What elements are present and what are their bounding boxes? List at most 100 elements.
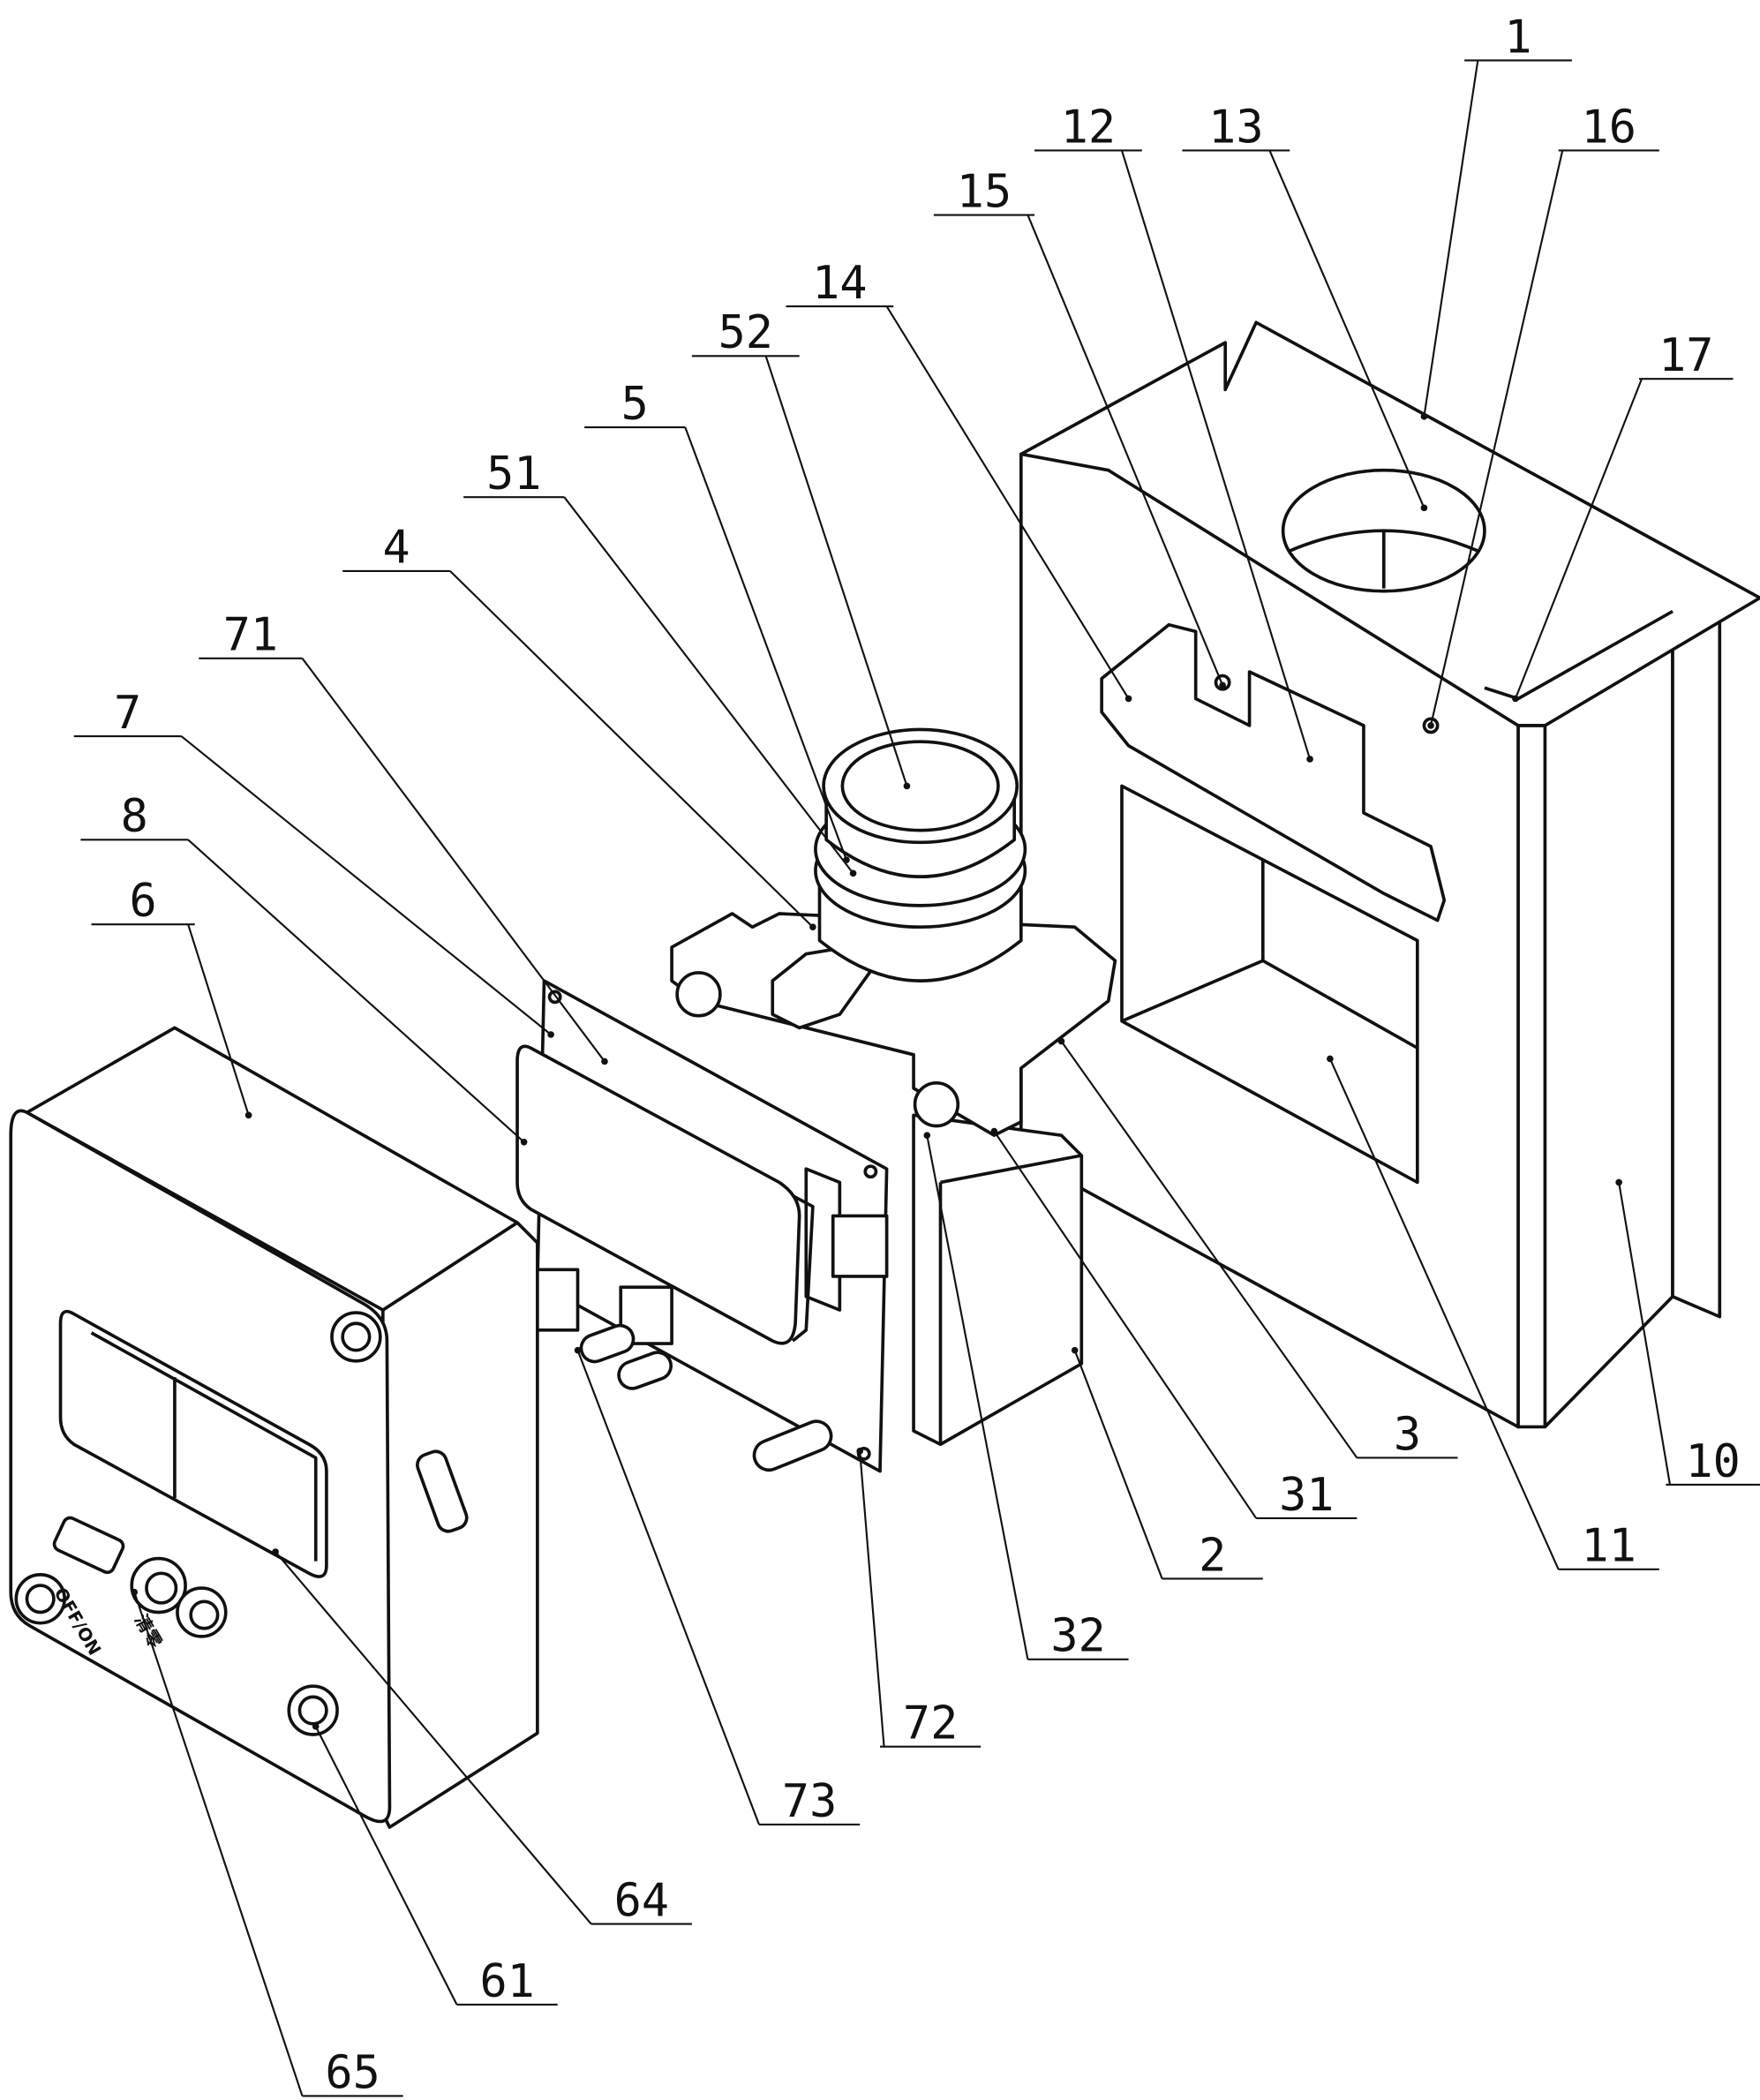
label-text: 72 (903, 1697, 958, 1750)
label-51: 51 (463, 448, 857, 877)
leader-line (180, 735, 552, 1035)
label-31: 31 (990, 1127, 1358, 1522)
label-text: 73 (782, 1775, 837, 1828)
window-11 (1120, 784, 1419, 1185)
label-text: 12 (1061, 101, 1116, 154)
leader-line (1328, 1058, 1560, 1570)
label-text: 4 (382, 522, 410, 575)
leader-dot (1057, 1037, 1065, 1045)
leader-line (1027, 215, 1224, 686)
label-13: 13 (1182, 101, 1428, 512)
connector-73 (533, 1268, 580, 1332)
leader-line (1430, 150, 1564, 726)
label-text: 5 (621, 378, 649, 431)
leader-line (449, 570, 814, 928)
label-17: 17 (1512, 329, 1734, 703)
leader-line (1268, 150, 1425, 508)
leader-dot (990, 1127, 998, 1135)
plate-8 (515, 1044, 815, 1345)
label-72: 72 (856, 1448, 982, 1750)
leader-line (187, 839, 525, 1143)
leader-dot (131, 1588, 139, 1596)
leader-dot (1327, 1055, 1334, 1063)
label-1: 1 (1420, 11, 1572, 420)
leader-dot (856, 1448, 863, 1455)
bolt-4 (771, 945, 876, 1030)
leader-line (275, 1551, 592, 1925)
leader-line (885, 305, 1130, 700)
label-text: 52 (718, 306, 773, 359)
leader-dot (1071, 1346, 1079, 1354)
label-text: 10 (1686, 1435, 1741, 1488)
leader-dot (809, 923, 816, 931)
label-text: 6 (130, 875, 157, 928)
label-5: 5 (584, 378, 850, 863)
leader-line (576, 1350, 761, 1825)
label-text: 17 (1658, 329, 1713, 382)
leader-line (1423, 60, 1479, 418)
label-text: 14 (812, 257, 867, 310)
display-window (58, 1309, 328, 1578)
clamp-3 (670, 912, 1117, 1137)
sensor-5 (814, 727, 1027, 982)
label-text: 31 (1279, 1469, 1334, 1522)
label-3: 3 (1057, 1037, 1458, 1461)
leader-dot (574, 1346, 582, 1354)
label-71: 71 (199, 609, 608, 1065)
leader-dot (1427, 722, 1434, 729)
label-61: 61 (312, 1723, 558, 2008)
leader-dot (547, 1031, 554, 1038)
label-6: 6 (91, 875, 252, 1119)
leader-dot (1219, 681, 1226, 689)
label-text: 32 (1050, 1610, 1105, 1663)
housing-6: OFF/ON 清零 (9, 1026, 539, 1829)
leader-dot (903, 782, 911, 790)
leader-line (301, 658, 605, 1063)
leader-dot (244, 1111, 252, 1119)
label-text: 7 (114, 687, 141, 740)
leader-line (859, 1450, 885, 1747)
label-text: 8 (121, 790, 148, 843)
leader-dot (923, 1132, 931, 1139)
leader-line (1060, 1040, 1358, 1459)
label-10: 10 (1615, 1178, 1760, 1488)
leader-line (563, 496, 854, 874)
label-65: 65 (131, 1588, 403, 2099)
label-15: 15 (933, 165, 1226, 689)
leader-dot (1615, 1178, 1622, 1186)
label-text: 2 (1199, 1529, 1226, 1582)
label-8: 8 (80, 790, 528, 1146)
label-text: 64 (614, 1874, 669, 1927)
leader-dot (849, 869, 857, 877)
leader-dot (312, 1723, 320, 1730)
label-text: 1 (1504, 11, 1531, 64)
leader-line (926, 1134, 1029, 1660)
label-16: 16 (1427, 101, 1659, 729)
label-11: 11 (1327, 1055, 1659, 1573)
power-switch[interactable] (52, 1516, 125, 1575)
label-4: 4 (342, 522, 816, 931)
label-64: 64 (272, 1548, 692, 1927)
leader-dot (1512, 695, 1519, 703)
leader-line (1618, 1182, 1672, 1486)
leader-dot (272, 1548, 279, 1555)
label-2: 2 (1071, 1346, 1263, 1582)
leader-dot (1420, 504, 1428, 512)
label-text: 15 (957, 165, 1012, 218)
leader-line (314, 1726, 458, 2006)
label-52: 52 (691, 306, 911, 790)
leader-line (684, 426, 847, 861)
frame-1 (1019, 320, 1760, 1429)
leader-line (1120, 150, 1312, 760)
label-32: 32 (923, 1132, 1129, 1663)
label-73: 73 (574, 1346, 861, 1828)
label-text: 3 (1394, 1408, 1421, 1461)
leader-line (133, 1592, 304, 2096)
box-2 (912, 1113, 1084, 1447)
label-text: 11 (1582, 1520, 1636, 1573)
leader-line (764, 356, 908, 787)
leader-line (1514, 378, 1643, 699)
leader-dot (520, 1138, 528, 1146)
